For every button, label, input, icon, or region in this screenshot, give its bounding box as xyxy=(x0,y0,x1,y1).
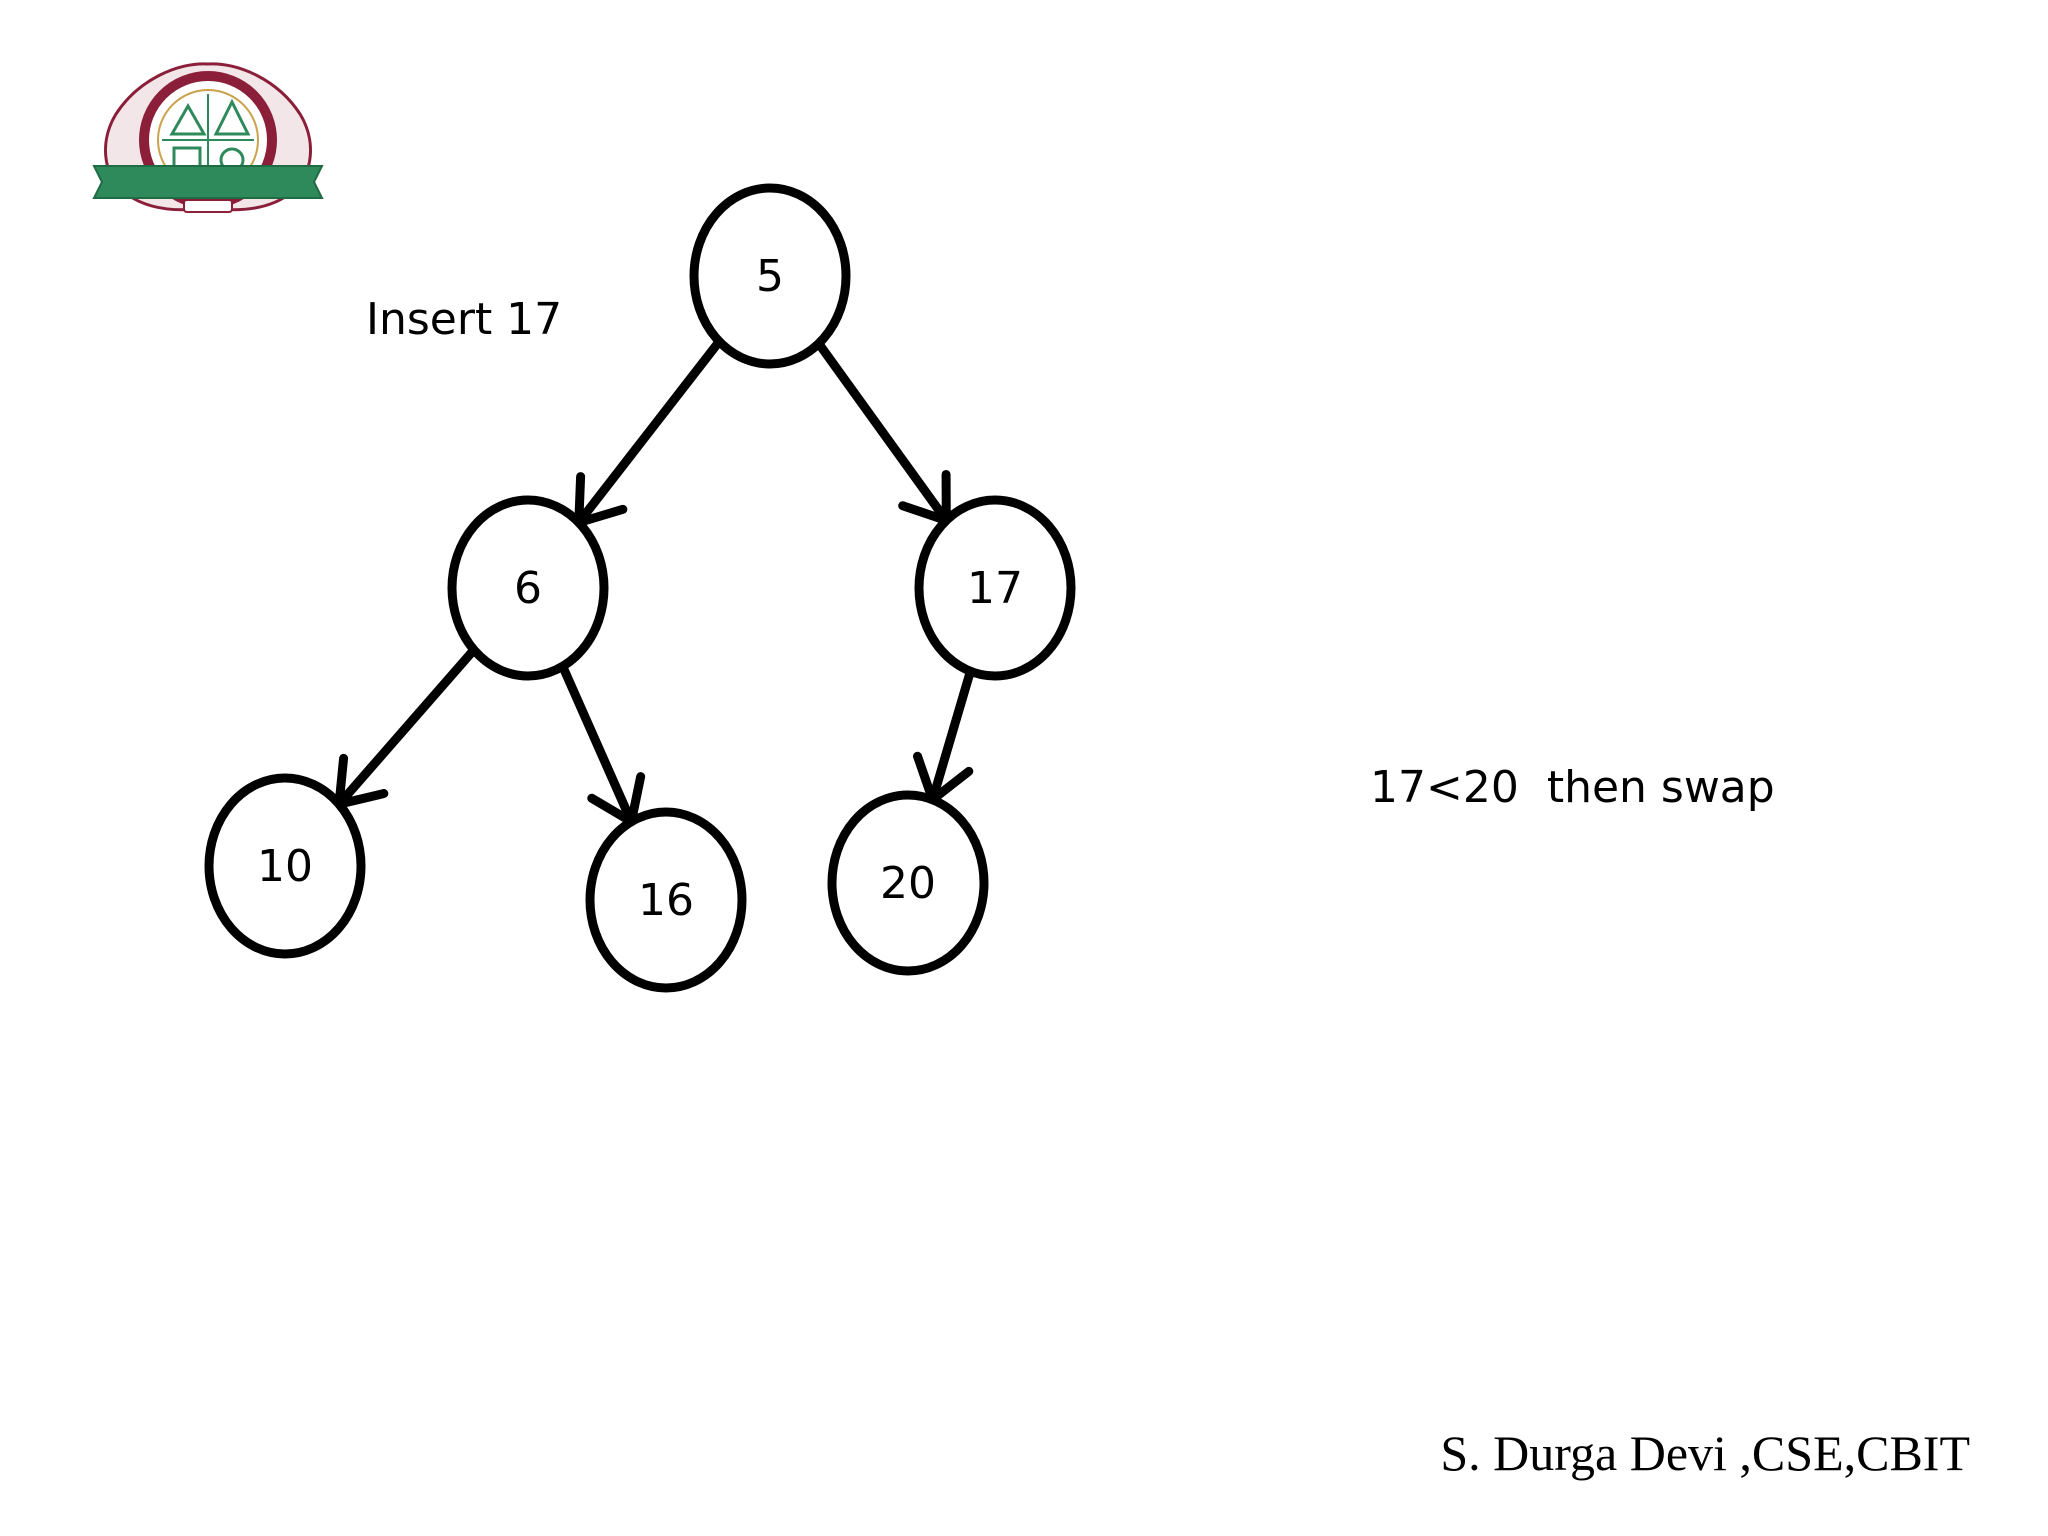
node-circle xyxy=(689,183,851,369)
tree-node-17: 17 xyxy=(914,495,1076,681)
node-circle xyxy=(914,495,1076,681)
node-label: 5 xyxy=(756,251,784,302)
node-label: 17 xyxy=(967,563,1023,614)
edge-n6-n10 xyxy=(333,645,479,810)
tree-node-16: 16 xyxy=(585,807,747,993)
tree-nodes: 5 6 17 10 16 20 xyxy=(204,183,1076,993)
node-label: 10 xyxy=(257,841,313,892)
edge-line xyxy=(558,661,636,827)
institute-logo xyxy=(92,62,324,213)
edge-n5-n17 xyxy=(814,339,951,527)
edge-n17-n20 xyxy=(913,666,975,808)
node-circle xyxy=(827,790,989,976)
tree-edges xyxy=(333,336,975,829)
edge-line xyxy=(814,339,951,525)
edge-line xyxy=(574,336,724,528)
node-circle xyxy=(204,773,366,959)
edge-n6-n16 xyxy=(558,661,646,829)
edge-line xyxy=(334,645,479,809)
tree-node-6: 6 xyxy=(447,495,609,681)
comparison-annotation: 17<20 then swap xyxy=(1370,762,1775,813)
node-label: 16 xyxy=(638,875,694,926)
edge-n5-n6 xyxy=(574,336,724,529)
node-circle xyxy=(585,807,747,993)
tree-node-5: 5 xyxy=(689,183,851,369)
insert-annotation: Insert 17 xyxy=(366,294,563,345)
tree-node-10: 10 xyxy=(204,773,366,959)
tree-node-20: 20 xyxy=(827,790,989,976)
edge-line xyxy=(928,666,975,805)
author-credit: S. Durga Devi ,CSE,CBIT xyxy=(1440,1425,1970,1481)
node-circle xyxy=(447,495,609,681)
node-label: 20 xyxy=(880,858,936,909)
node-label: 6 xyxy=(514,563,542,614)
